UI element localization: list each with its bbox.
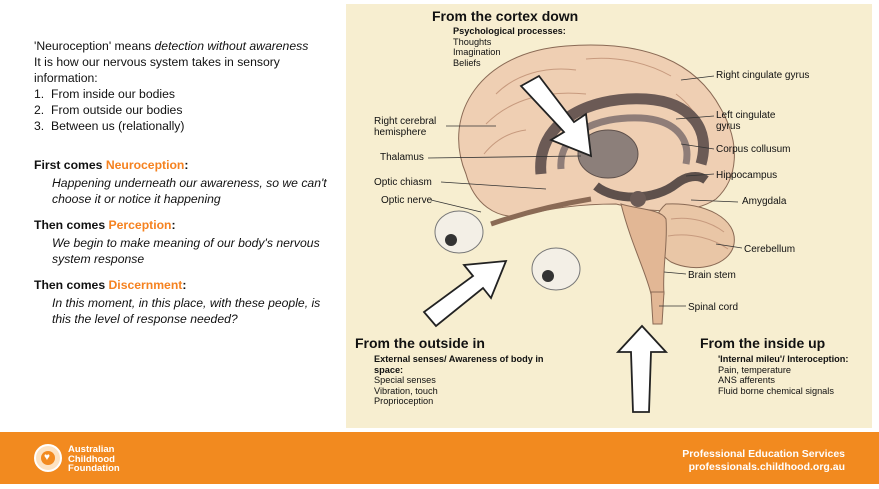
list-item-text: Between us (relationally)	[51, 118, 184, 134]
heart-icon: ♥	[44, 452, 50, 464]
stage-description: We begin to make meaning of our body's n…	[34, 235, 334, 267]
stage-prefix: First comes	[34, 158, 106, 172]
list-item-number: 1.	[34, 86, 51, 102]
label-thalamus: Thalamus	[380, 152, 424, 163]
cortex-item: Beliefs	[453, 58, 481, 68]
list-item-number: 3.	[34, 118, 51, 134]
outside-item: Special senses	[374, 375, 436, 385]
org-line: Foundation	[68, 464, 120, 474]
label-brain-stem: Brain stem	[688, 270, 736, 281]
stage-suffix: :	[172, 218, 176, 232]
website-link[interactable]: professionals.childhood.org.au	[682, 461, 845, 474]
stage-prefix: Then comes	[34, 218, 109, 232]
label-hippocampus: Hippocampus	[716, 170, 777, 181]
label-right-cerebral: Right cerebral hemisphere	[374, 116, 454, 138]
brainstem-shape	[621, 204, 666, 294]
list-item: 3.Between us (relationally)	[34, 118, 334, 134]
intro-definition: 'Neuroception' means detection without a…	[34, 38, 334, 54]
stage-prefix: Then comes	[34, 278, 109, 292]
stage-term: Neuroception	[106, 158, 185, 172]
logo-circle: ♥	[41, 451, 55, 465]
brain-diagram: From the cortex down Psychological proce…	[346, 4, 872, 428]
outside-subheading: External senses/ Awareness of body in sp…	[374, 354, 554, 407]
right-eyeball	[532, 248, 580, 290]
service-name: Professional Education Services	[682, 448, 845, 461]
organisation-name: Australian Childhood Foundation	[68, 445, 120, 474]
label-right-cingulate: Right cingulate gyrus	[716, 70, 826, 81]
stage-heading: Then comes Perception:	[34, 217, 334, 233]
intro-explanation: It is how our nervous system takes in se…	[34, 54, 334, 86]
cortex-subheading: Psychological processes: Thoughts Imagin…	[453, 26, 566, 68]
heading-cortex-down: From the cortex down	[432, 9, 578, 24]
outside-item: Vibration, touch	[374, 386, 438, 396]
stage-suffix: :	[182, 278, 186, 292]
inside-item: Fluid borne chemical signals	[718, 386, 834, 396]
stage-perception: Then comes Perception: We begin to make …	[34, 217, 334, 267]
inside-subheading: 'Internal mileu'/ Interoception: Pain, t…	[718, 354, 868, 396]
service-info: Professional Education Services professi…	[682, 448, 845, 474]
list-item-text: From outside our bodies	[51, 102, 182, 118]
heading-outside-in: From the outside in	[355, 336, 485, 351]
stage-description: Happening underneath our awareness, so w…	[34, 175, 334, 207]
footer-bar: ♥ Australian Childhood Foundation Profes…	[0, 432, 879, 484]
intro-definition-italic: detection without awareness	[155, 39, 309, 53]
stage-discernment: Then comes Discernment: In this moment, …	[34, 277, 334, 327]
inside-item: Pain, temperature	[718, 365, 791, 375]
label-cerebellum: Cerebellum	[744, 244, 795, 255]
amygdala-shape	[630, 191, 646, 207]
outside-sub-title: External senses/ Awareness of body in sp…	[374, 354, 544, 375]
list-item: 2.From outside our bodies	[34, 102, 334, 118]
stage-term: Perception	[109, 218, 172, 232]
cortex-sub-title: Psychological processes:	[453, 26, 566, 36]
label-amygdala: Amygdala	[742, 196, 786, 207]
stage-term: Discernment	[109, 278, 183, 292]
label-left-cingulate: Left cingulate gyrus	[716, 110, 786, 132]
list-item: 1.From inside our bodies	[34, 86, 334, 102]
spinal-cord-shape	[651, 292, 664, 324]
list-item-text: From inside our bodies	[51, 86, 175, 102]
inside-item: ANS afferents	[718, 375, 775, 385]
list-item-number: 2.	[34, 102, 51, 118]
heading-inside-up: From the inside up	[700, 336, 825, 351]
arrow-inside-up	[618, 326, 666, 412]
cortex-item: Thoughts	[453, 37, 491, 47]
intro-definition-prefix: 'Neuroception' means	[34, 39, 155, 53]
stage-neuroception: First comes Neuroception: Happening unde…	[34, 157, 334, 207]
sensory-sources-list: 1.From inside our bodies 2.From outside …	[34, 86, 334, 134]
text-panel: 'Neuroception' means detection without a…	[34, 38, 334, 327]
foundation-logo-icon: ♥	[34, 444, 62, 472]
stage-heading: First comes Neuroception:	[34, 157, 334, 173]
left-eyeball	[435, 211, 483, 253]
stage-suffix: :	[184, 158, 188, 172]
outside-item: Proprioception	[374, 396, 433, 406]
stage-heading: Then comes Discernment:	[34, 277, 334, 293]
inside-sub-title: 'Internal mileu'/ Interoception:	[718, 354, 848, 364]
label-optic-chiasm: Optic chiasm	[374, 177, 432, 188]
label-spinal-cord: Spinal cord	[688, 302, 738, 313]
stage-description: In this moment, in this place, with thes…	[34, 295, 334, 327]
arrow-outside-in	[424, 261, 506, 326]
label-optic-nerve: Optic nerve	[381, 195, 432, 206]
label-corpus: Corpus collusum	[716, 144, 790, 155]
cortex-item: Imagination	[453, 47, 501, 57]
